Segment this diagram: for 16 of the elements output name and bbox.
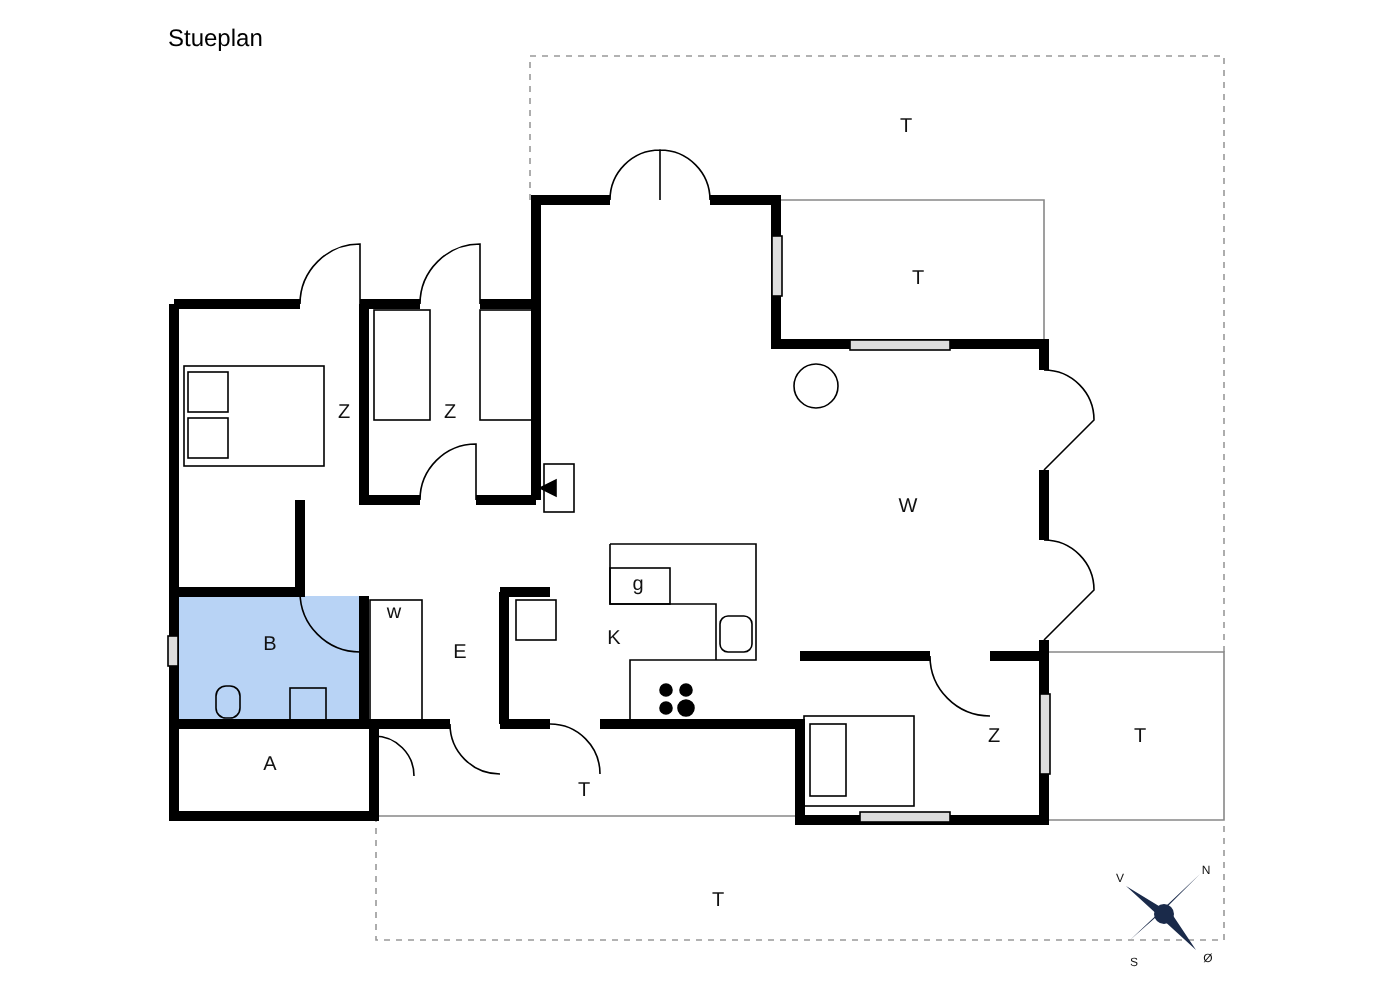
room-label: T [899, 118, 913, 138]
room-label: T [1133, 728, 1147, 748]
room-label: E [453, 644, 467, 664]
room-label: w [386, 604, 402, 624]
room-label: Z [337, 404, 351, 424]
room-label: W [898, 498, 918, 518]
room-label: T [711, 892, 725, 912]
room-label: Z [443, 404, 457, 424]
room-label: T [577, 782, 591, 802]
room-label: g [632, 576, 644, 596]
room-label: A [263, 756, 277, 776]
plan-title: Stueplan [168, 24, 263, 52]
room-label: T [911, 270, 925, 290]
room-label: K [607, 630, 621, 650]
room-label: Z [987, 728, 1001, 748]
room-label: B [263, 636, 277, 656]
